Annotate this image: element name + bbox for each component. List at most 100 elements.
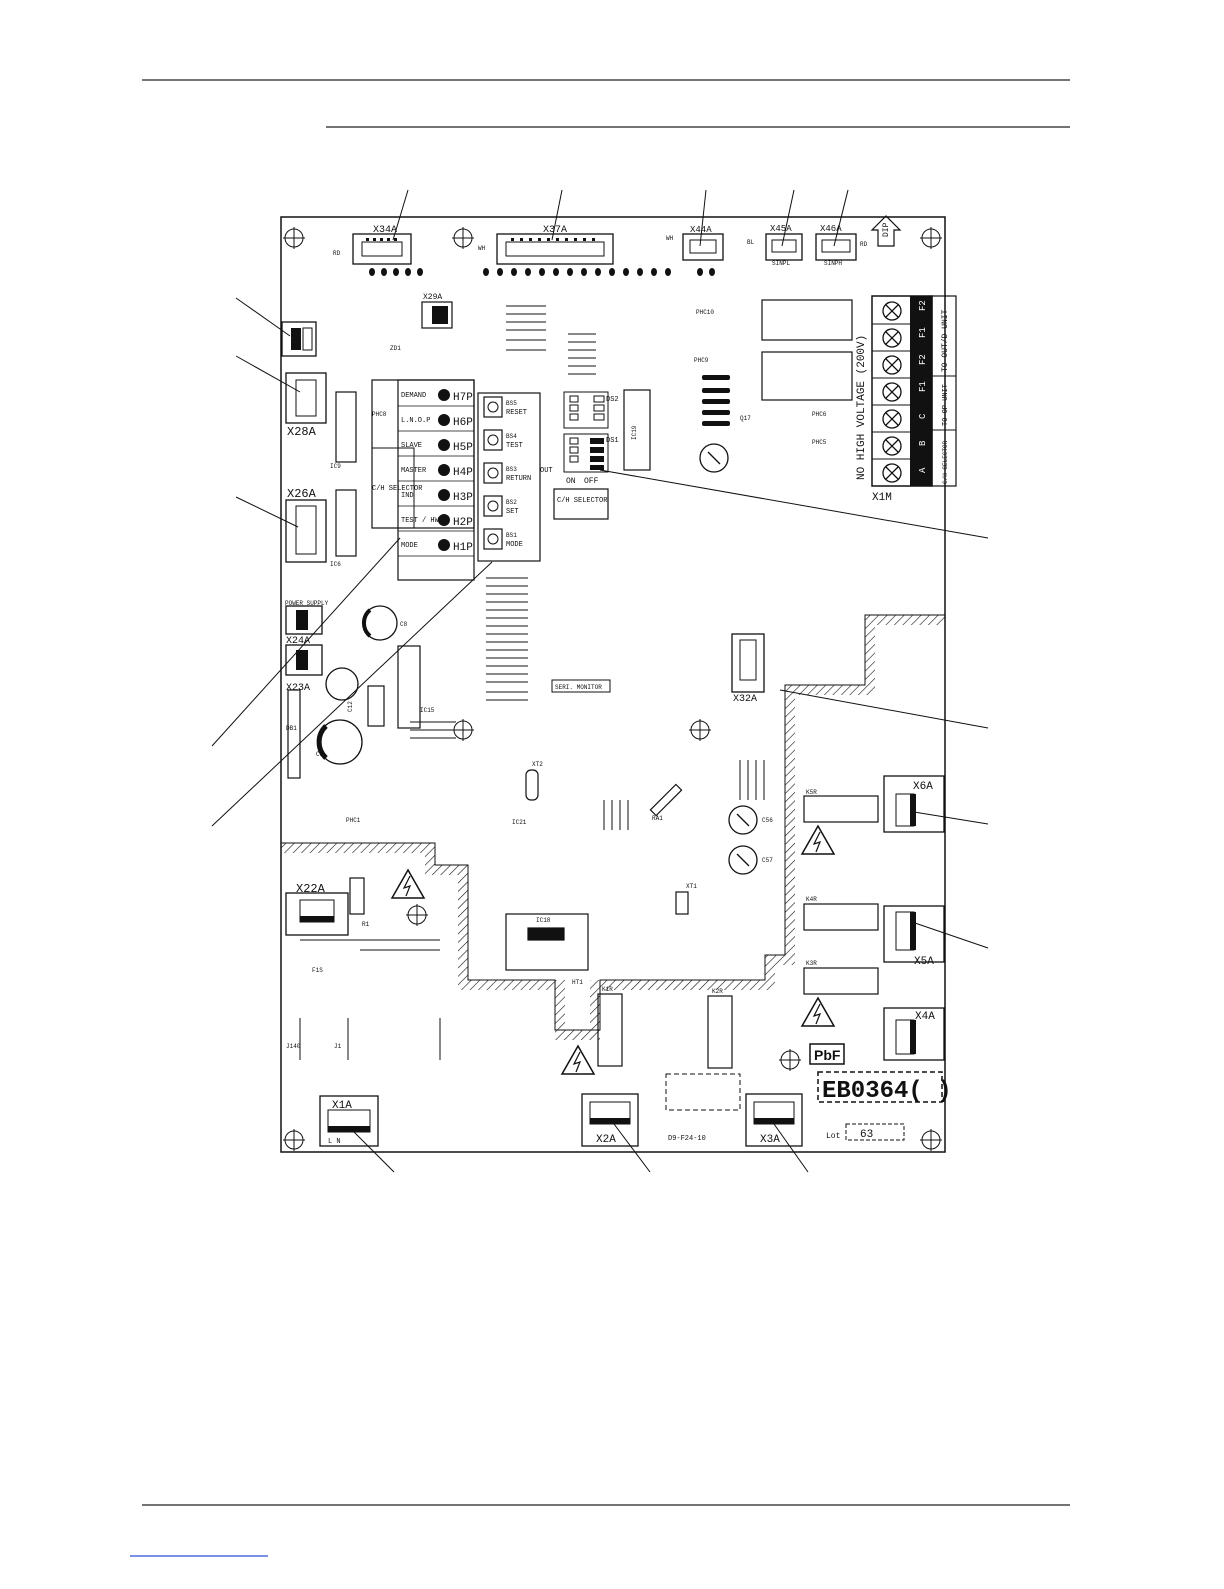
push-button-cap[interactable] [487, 533, 499, 545]
jumper-traces [299, 305, 765, 1060]
dip-arrow-badge: DIP [870, 215, 902, 247]
dip-switch-ds2-label: DS2 [606, 396, 619, 404]
push-button-id: BS3 [506, 466, 517, 473]
push-button-body[interactable] [483, 495, 503, 517]
connector-x6a[interactable]: X6A [883, 775, 945, 833]
comp-phc1: PHC1 [346, 817, 361, 824]
connector-x26a[interactable]: X26A [285, 487, 327, 563]
connector-x4a[interactable]: X4A [883, 1007, 945, 1061]
connector-x44a[interactable]: X44A WH [666, 225, 724, 261]
comp-zd1: ZD1 [390, 345, 401, 352]
connector-x29a[interactable]: X29A [421, 293, 453, 329]
connector-x46a[interactable]: X46A RD SINPH [815, 224, 868, 267]
push-button-cap[interactable] [487, 434, 499, 446]
serial-monitor-label-box: SERI. MONITOR [551, 679, 611, 693]
push-button-body[interactable] [483, 462, 503, 484]
comp-j1: J1 [334, 1043, 342, 1050]
push-button-id: BS5 [506, 400, 517, 407]
terminal-screw-2[interactable]: F2 [872, 354, 932, 379]
terminal-screw-0[interactable]: F2 [872, 300, 932, 325]
comp-xt1: XT1 [686, 883, 697, 890]
lot-box: Lot 63 [826, 1123, 905, 1141]
connector-x5a[interactable]: X5A [883, 905, 945, 968]
terminal-pin-label: F2 [918, 354, 928, 365]
screw-slot [885, 304, 899, 318]
terminal-pin-label: F1 [918, 327, 928, 338]
connector-x46a-sub: SINPH [824, 260, 842, 267]
terminal-screw-6[interactable]: A [872, 463, 932, 487]
push-button-cap[interactable] [487, 467, 499, 479]
connector-x27-small[interactable] [281, 321, 317, 357]
connector-x32a[interactable]: X32A [731, 633, 765, 705]
connector-x2a-label: X2A [596, 1134, 616, 1146]
comp-ic21: IC21 [512, 819, 527, 826]
relay-k3r-label: K3R [806, 960, 817, 967]
dip-out-label: OUT [540, 467, 553, 475]
hv-boundary-line [281, 614, 945, 1031]
push-button-body[interactable] [483, 528, 503, 550]
connector-x22a[interactable]: X22A [285, 882, 349, 936]
led-name-label: MASTER [401, 467, 427, 475]
led-name-label: L.N.O.P [401, 417, 430, 425]
connector-x1a-label: X1A [332, 1100, 352, 1112]
connector-x29a-label: X29A [423, 293, 442, 302]
connector-x23a[interactable]: X23A [285, 644, 323, 694]
connector-x3a[interactable]: X3A [745, 1093, 803, 1147]
terminal-screw-5[interactable]: B [872, 436, 932, 460]
terminal-side-label-op: TO OP UNIT [942, 384, 950, 426]
connector-x1a[interactable]: X1A L N [319, 1095, 379, 1147]
push-button-cap[interactable] [487, 401, 499, 413]
comp-phc9: PHC9 [694, 357, 709, 364]
pbf-text: PbF [814, 1047, 841, 1063]
ch-selector-box[interactable]: C/H SELECTOR [553, 488, 609, 520]
connector-x2a[interactable]: X2A [581, 1093, 639, 1147]
connector-x32a-label: X32A [733, 694, 757, 705]
terminal-pin-label: F1 [918, 381, 928, 392]
comp-c57: C57 [762, 857, 773, 864]
dip-switch-ds2[interactable]: DS2 [563, 391, 619, 429]
callout-leaders-top [392, 189, 849, 247]
connector-x34a[interactable]: X34A RD [333, 225, 412, 265]
terminal-screw-3[interactable]: F1 [872, 381, 932, 406]
dip-switch-ds1[interactable]: DS1 ON OFF [563, 433, 619, 486]
terminal-screw-4[interactable]: C [872, 409, 932, 433]
push-button-cap[interactable] [487, 500, 499, 512]
screw-slot [885, 358, 899, 372]
led-id-label: H7P [453, 392, 473, 404]
serial-monitor-text: SERI. MONITOR [555, 684, 602, 691]
relay-k2r-label: K2R [712, 988, 723, 995]
connector-x24a-label: X24A [286, 636, 310, 647]
terminal-screw-1[interactable]: F1 [872, 327, 932, 352]
callout-leaders-left [211, 297, 493, 827]
ic-chips-misc [287, 391, 689, 971]
board-code-box: EB0364( ) [817, 1071, 952, 1105]
push-button-id: BS2 [506, 499, 517, 506]
comp-j140: J140 [286, 1043, 301, 1050]
push-button-body[interactable] [483, 429, 503, 451]
comp-r1: R1 [362, 921, 370, 928]
led-id-label: H4P [453, 467, 473, 479]
connector-x24a[interactable]: POWER SUPPLY X24A [285, 600, 329, 647]
push-button-id: BS4 [506, 433, 517, 440]
terminal-side-label-ch: C/H SELECTOR [942, 440, 949, 484]
resistor-array-stripes [702, 375, 730, 426]
comp-ic15: IC15 [420, 707, 435, 714]
push-button-body[interactable] [483, 396, 503, 418]
connector-x28a[interactable]: X28A [285, 372, 327, 439]
connector-x37a-label: X37A [543, 225, 567, 236]
connector-x37a[interactable]: X37A WH [478, 225, 614, 265]
connector-x45a[interactable]: X45A BL SINPL [747, 224, 803, 267]
relay-k1r-label: K1R [602, 986, 613, 993]
screw-slot [885, 331, 899, 345]
push-button-name: RETURN [506, 475, 531, 483]
connector-x44a-label: X44A [690, 225, 712, 235]
